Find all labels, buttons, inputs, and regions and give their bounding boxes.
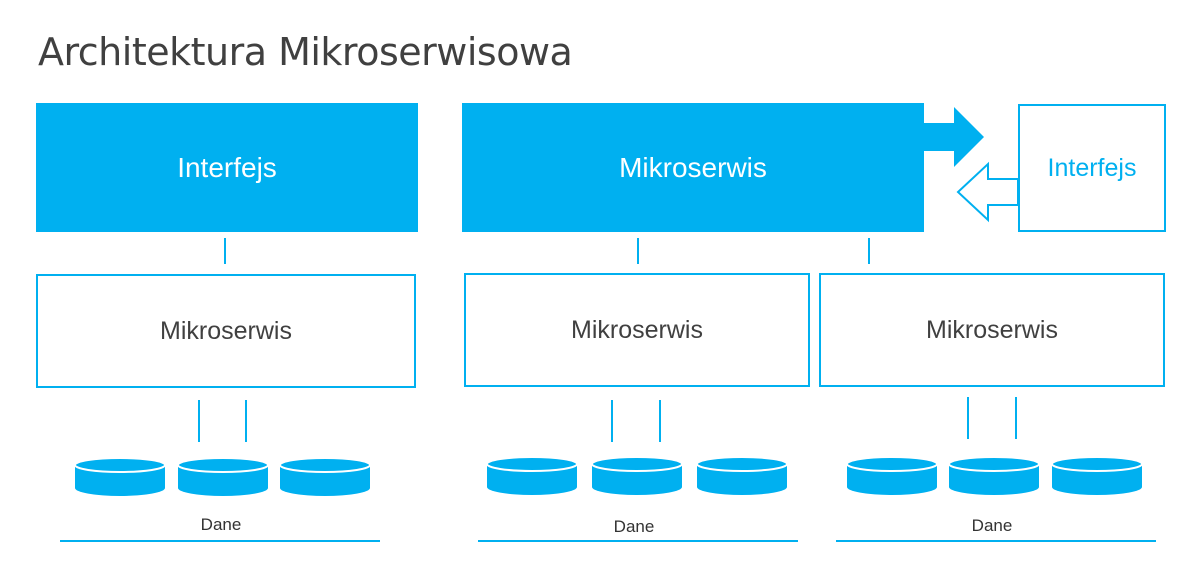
database-icon xyxy=(74,456,166,498)
database-icon xyxy=(846,455,938,497)
microservice-box: Mikroserwis xyxy=(464,273,810,387)
connector-line xyxy=(659,400,661,442)
microservice-box: Mikroserwis xyxy=(819,273,1165,387)
external-interface-box: Interfejs xyxy=(1018,104,1166,232)
main-microservice-box: Mikroserwis xyxy=(462,103,924,232)
data-baseline xyxy=(478,540,798,542)
database-icon xyxy=(1051,455,1143,497)
connector-line xyxy=(868,238,870,264)
data-baseline xyxy=(836,540,1156,542)
connector-line xyxy=(224,238,226,264)
microservice-label: Mikroserwis xyxy=(571,315,703,344)
arrow-left-icon xyxy=(956,161,1019,223)
connector-line xyxy=(637,238,639,264)
connector-line xyxy=(967,397,969,439)
interface-box: Interfejs xyxy=(36,103,418,232)
database-icon xyxy=(486,455,578,497)
external-interface-label: Interfejs xyxy=(1047,153,1137,182)
connector-line xyxy=(198,400,200,442)
database-icon xyxy=(177,456,269,498)
database-icon xyxy=(591,455,683,497)
arrow-right-icon xyxy=(924,107,984,167)
data-baseline xyxy=(60,540,380,542)
data-label: Dane xyxy=(613,517,655,536)
interface-label: Interfejs xyxy=(177,151,277,183)
database-icon xyxy=(696,455,788,497)
data-label: Dane xyxy=(971,516,1013,535)
connector-line xyxy=(1015,397,1017,439)
database-icon xyxy=(948,455,1040,497)
microservice-box: Mikroserwis xyxy=(36,274,416,388)
connector-line xyxy=(245,400,247,442)
microservice-label: Mikroserwis xyxy=(160,316,292,345)
microservice-label: Mikroserwis xyxy=(926,315,1058,344)
database-icon xyxy=(279,456,371,498)
page-title: Architektura Mikroserwisowa xyxy=(38,30,573,74)
connector-line xyxy=(611,400,613,442)
data-label: Dane xyxy=(200,515,242,534)
main-microservice-label: Mikroserwis xyxy=(619,151,767,183)
